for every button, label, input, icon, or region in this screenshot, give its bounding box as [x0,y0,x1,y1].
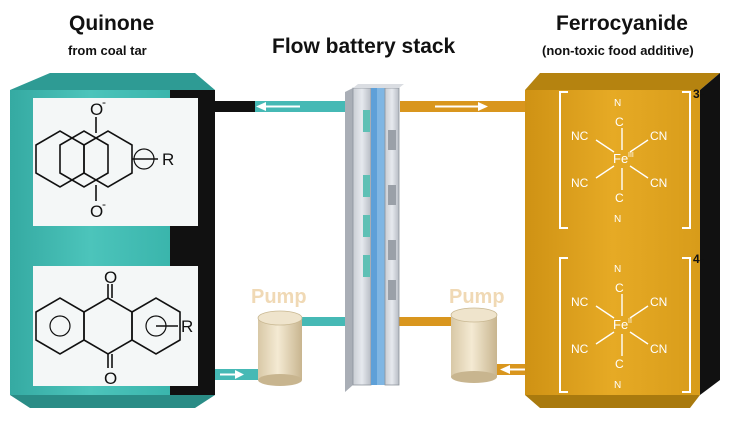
quinone-bottom-o-top: O [104,268,117,287]
quinone-top-charge-bottom: - [102,197,106,211]
teal-pump-to-stack-pipe [300,317,352,326]
ferrocyanide-title: Ferrocyanide [556,12,688,35]
quinone-bottom-o-bottom: O [104,369,117,388]
ferrocyanide-ligand-cn-1: CN [650,295,667,309]
quinone-oxidized-panel: O O R [33,266,198,388]
quinone-subtitle: from coal tar [68,43,147,58]
ferricyanide-ligand-nc-1: NC [571,129,589,143]
arrow-left-icon [500,365,525,374]
ferricyanide-ligand-cn-2: CN [650,176,667,190]
ferricyanide-ligand-cn-1: CN [650,129,667,143]
ferricyanide-top-ligand: N [614,98,621,109]
stack-title: Flow battery stack [272,35,456,58]
right-pump-label: Pump [449,286,505,308]
ferrocyanide-complex: N C NC CN Fe II NC CN C N 4- [559,252,704,393]
svg-text:C: C [615,115,624,129]
quinone-bottom-r: R [181,317,193,336]
quinone-top-o-top: O [90,100,103,119]
quinone-top-o-bottom: O [90,202,103,221]
right-pump [450,307,498,383]
quinone-reduced-panel: O - O - R [33,95,198,226]
quinone-top-charge-top: - [102,95,106,109]
left-pump-label: Pump [251,286,307,308]
ferrocyanide-oxidation: II [628,318,632,325]
orange-pump-to-stack-pipe [395,317,455,326]
svg-text:N: N [614,380,621,391]
flow-battery-stack [345,84,404,392]
ferrocyanide-subtitle: (non-toxic food additive) [542,43,694,58]
arrow-right-icon [220,370,244,379]
ferricyanide-charge: 3- [693,87,704,101]
svg-text:C: C [615,357,624,371]
svg-text:C: C [615,281,624,295]
arrow-right-icon [435,102,488,111]
left-pump [257,310,303,386]
arrow-left-icon [256,102,300,111]
ferricyanide-ligand-nc-2: NC [571,176,589,190]
quinone-title: Quinone [69,12,155,35]
ferricyanide-metal: Fe [613,151,628,166]
anthraquinone-structure [35,284,181,368]
ferricyanide-oxidation: III [628,152,634,159]
svg-text:C: C [615,191,624,205]
ferrocyanide-ligand-cn-2: CN [650,342,667,356]
ferrocyanide-charge: 4- [693,252,704,266]
ferrocyanide-ligand-nc-1: NC [571,295,589,309]
ferrocyanide-metal: Fe [613,317,628,332]
svg-text:N: N [614,264,621,275]
quinone-top-r: R [162,150,174,169]
ferrocyanide-tank [525,73,720,408]
svg-text:N: N [614,214,621,225]
ferricyanide-complex: N C NC CN Fe III NC CN C N 3- [559,87,704,229]
ferrocyanide-ligand-nc-2: NC [571,342,589,356]
